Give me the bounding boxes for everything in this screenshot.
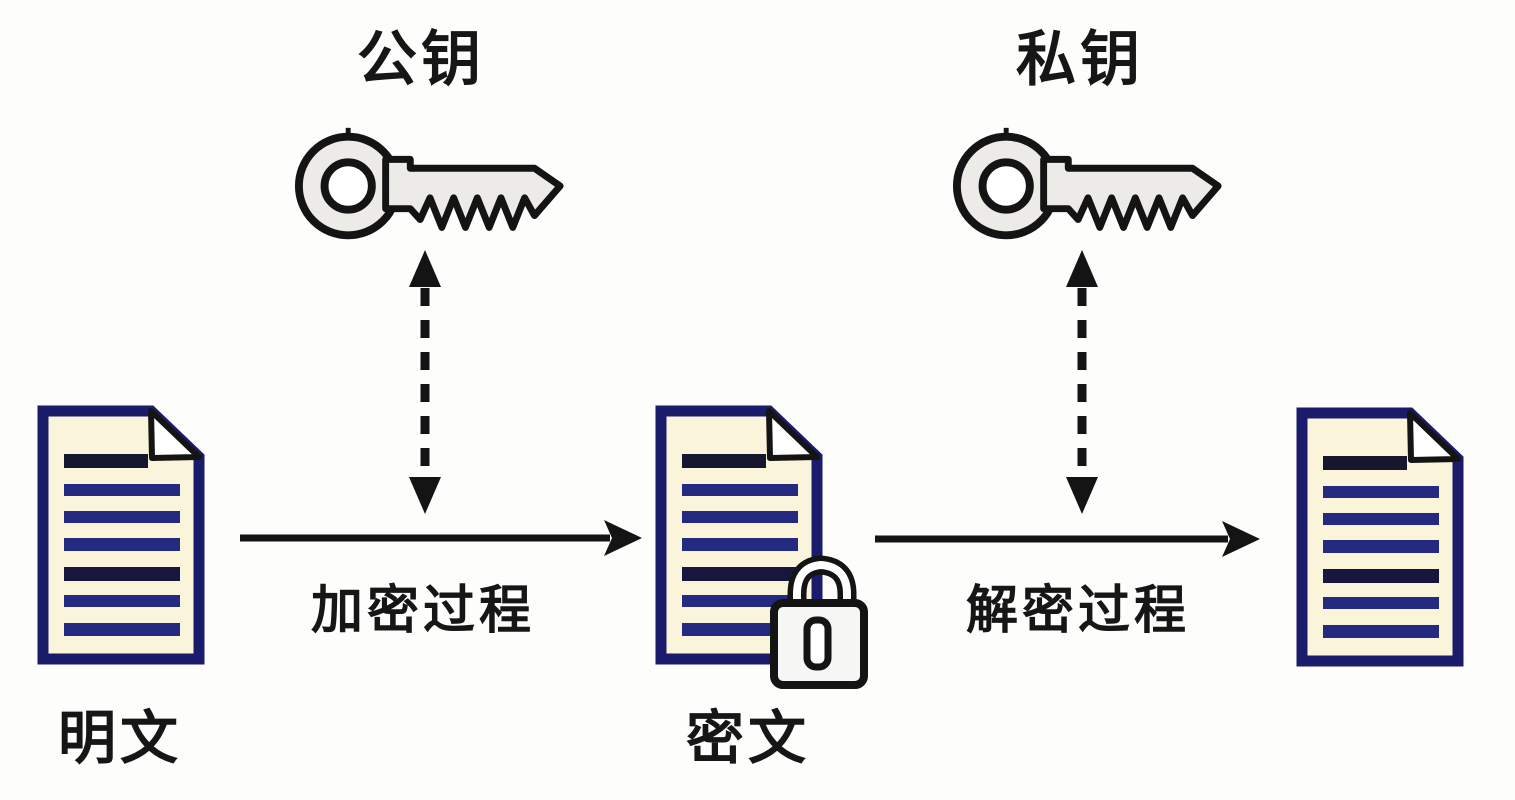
padlock-keyhole	[803, 616, 832, 671]
decrypt-process-label: 解密过程	[965, 582, 1191, 640]
encrypt-process-label: 加密过程	[310, 582, 536, 640]
padlock-icon	[770, 555, 868, 689]
public-key-link-arrow	[409, 250, 441, 514]
padlock-shackle	[793, 560, 851, 640]
public-key-icon	[299, 128, 560, 235]
plaintext-document-icon	[43, 411, 199, 659]
private-key-link-arrow	[1066, 250, 1098, 514]
ciphertext-label: 密文	[685, 706, 811, 771]
encrypt-arrow	[240, 520, 642, 556]
decrypted-document-icon	[1302, 413, 1458, 661]
private-key-label: 私钥	[1016, 26, 1144, 93]
decrypt-arrow	[875, 521, 1260, 557]
public-key-label: 公钥	[357, 26, 485, 93]
plaintext-label: 明文	[57, 706, 183, 771]
private-key-icon	[957, 128, 1218, 235]
